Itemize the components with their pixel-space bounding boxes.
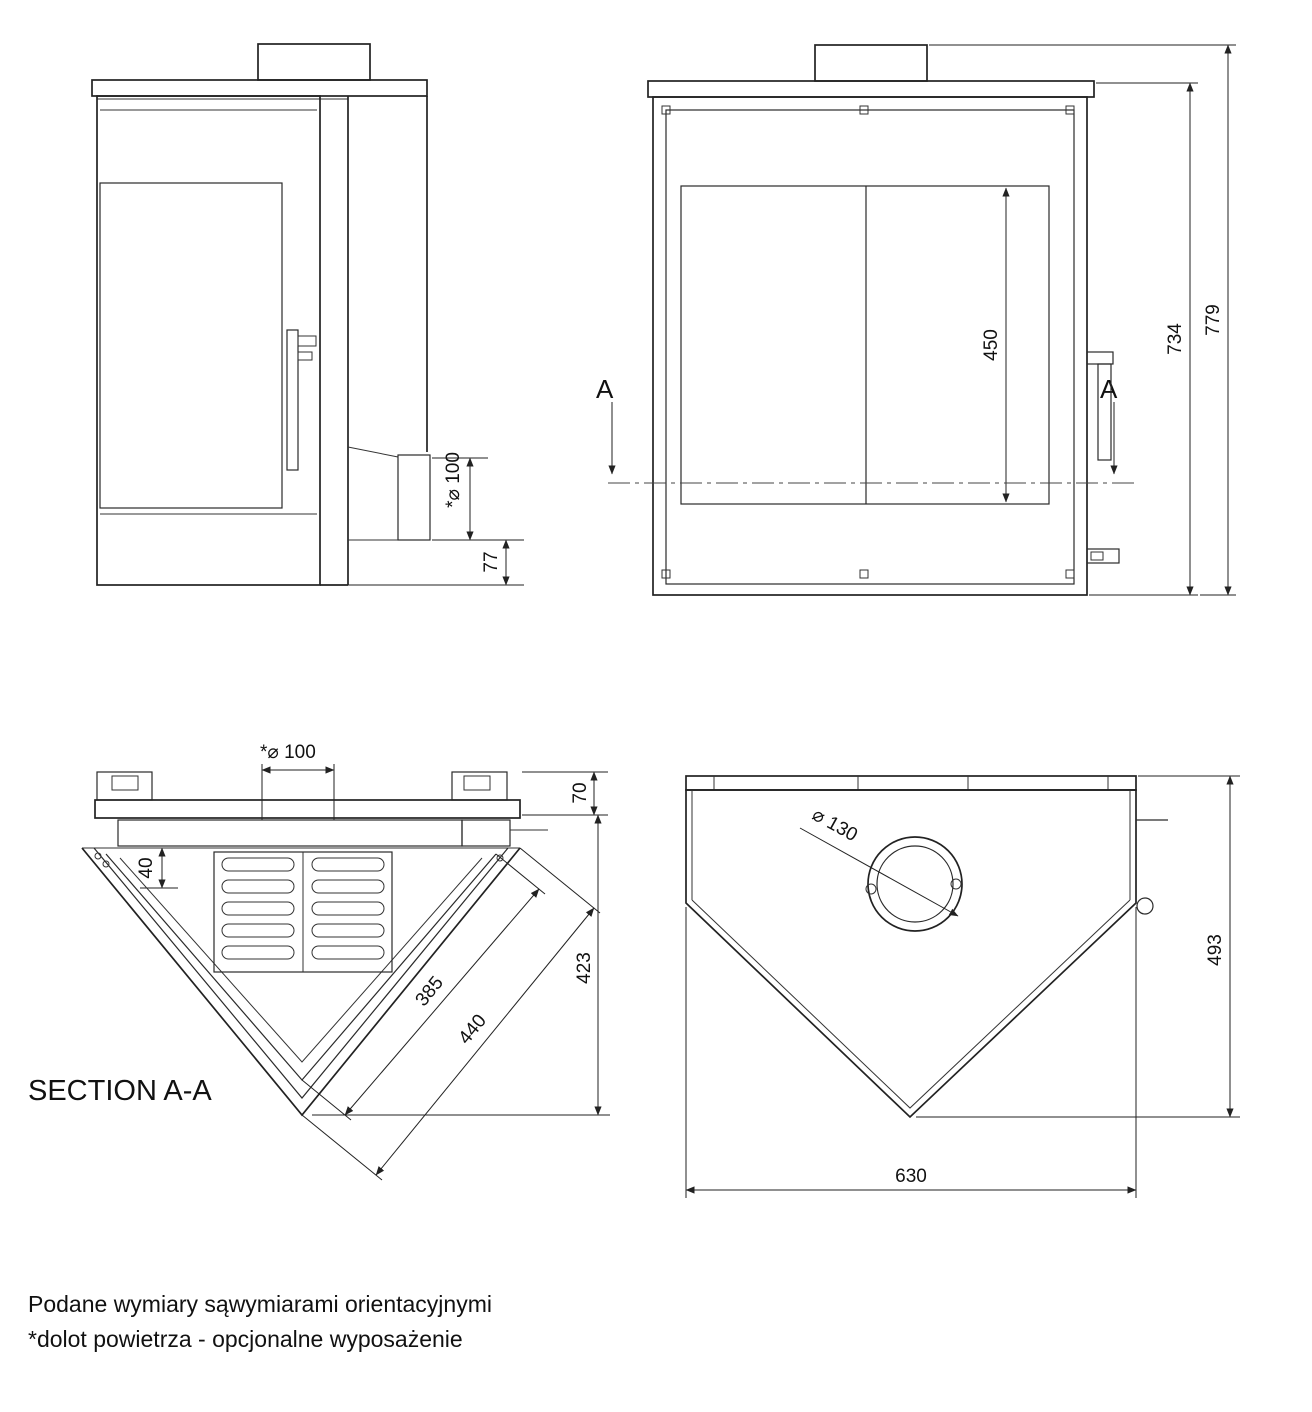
top-dim-493-label: 493 [1205, 934, 1226, 966]
front-top-plate [647, 80, 1095, 98]
top-view: ⌀ 130 493 630 [685, 775, 1240, 1198]
section-dim-423-label: 423 [574, 952, 595, 984]
side-top-plate [91, 79, 428, 97]
front-bottom-fitting [1086, 548, 1120, 564]
front-body [652, 96, 1088, 596]
section-dim-385-label: 385 [412, 973, 448, 1011]
flue-screw [865, 883, 877, 895]
front-door-frame [665, 109, 1075, 585]
side-dim-flue-label: *⌀ 100 [443, 452, 464, 508]
top-inner-wall [691, 899, 1131, 1109]
side-panel-inset [99, 182, 283, 509]
section-title: SECTION A-A [28, 1075, 212, 1107]
section-marker-a-right: A [1100, 374, 1118, 404]
front-dim-734-label: 734 [1165, 323, 1186, 355]
section-dim-flue-label: *⌀ 100 [260, 742, 316, 763]
top-handle-knob [1136, 897, 1154, 915]
screw-mark [1065, 569, 1075, 579]
top-dim-flue-label: ⌀ 130 [808, 804, 861, 846]
side-latch-detail [297, 335, 317, 347]
screw-mark [859, 105, 869, 115]
front-dim-450-label: 450 [981, 329, 1002, 361]
side-door-handle [286, 329, 299, 471]
hinge-mark [496, 854, 504, 862]
front-view: 450 A A 734 779 [596, 44, 1236, 596]
hinge-mark [94, 852, 102, 860]
screw-mark [1065, 105, 1075, 115]
section-louvre-grill [213, 851, 393, 973]
notes: Podane wymiary sąwymiarami orientacyjnym… [28, 1291, 492, 1352]
side-chimney-stub [257, 43, 371, 81]
top-body-outline [685, 789, 1137, 1119]
note-line-2: *dolot powietrza - opcjonalne wyposażeni… [28, 1326, 463, 1352]
top-flue-opening [867, 836, 963, 932]
section-view: *⌀ 100 70 40 [28, 742, 610, 1181]
front-handle [1097, 363, 1112, 461]
side-body [96, 95, 321, 586]
screw-mark [661, 569, 671, 579]
hinge-mark [102, 860, 110, 868]
top-dim-630-label: 630 [895, 1166, 927, 1187]
front-handle-bar [1086, 351, 1114, 365]
note-line-1: Podane wymiary sąwymiarami orientacyjnym… [28, 1291, 492, 1317]
section-dim-440-label: 440 [455, 1011, 491, 1049]
side-view: *⌀ 100 77 [91, 43, 524, 586]
section-dim-40-label: 40 [136, 857, 157, 878]
screw-mark [661, 105, 671, 115]
front-glass [680, 185, 1050, 505]
screw-mark [859, 569, 869, 579]
section-top-plate [94, 799, 521, 819]
front-dim-779-label: 779 [1203, 304, 1224, 336]
flue-screw [950, 878, 962, 890]
side-air-inlet [397, 454, 431, 541]
section-hatched-plate [117, 819, 463, 847]
section-dim-70-label: 70 [570, 782, 591, 803]
front-chimney-stub [814, 44, 928, 82]
top-back-edge [685, 775, 1137, 791]
section-marker-a-left: A [596, 374, 614, 404]
side-dim-77-label: 77 [481, 551, 502, 572]
